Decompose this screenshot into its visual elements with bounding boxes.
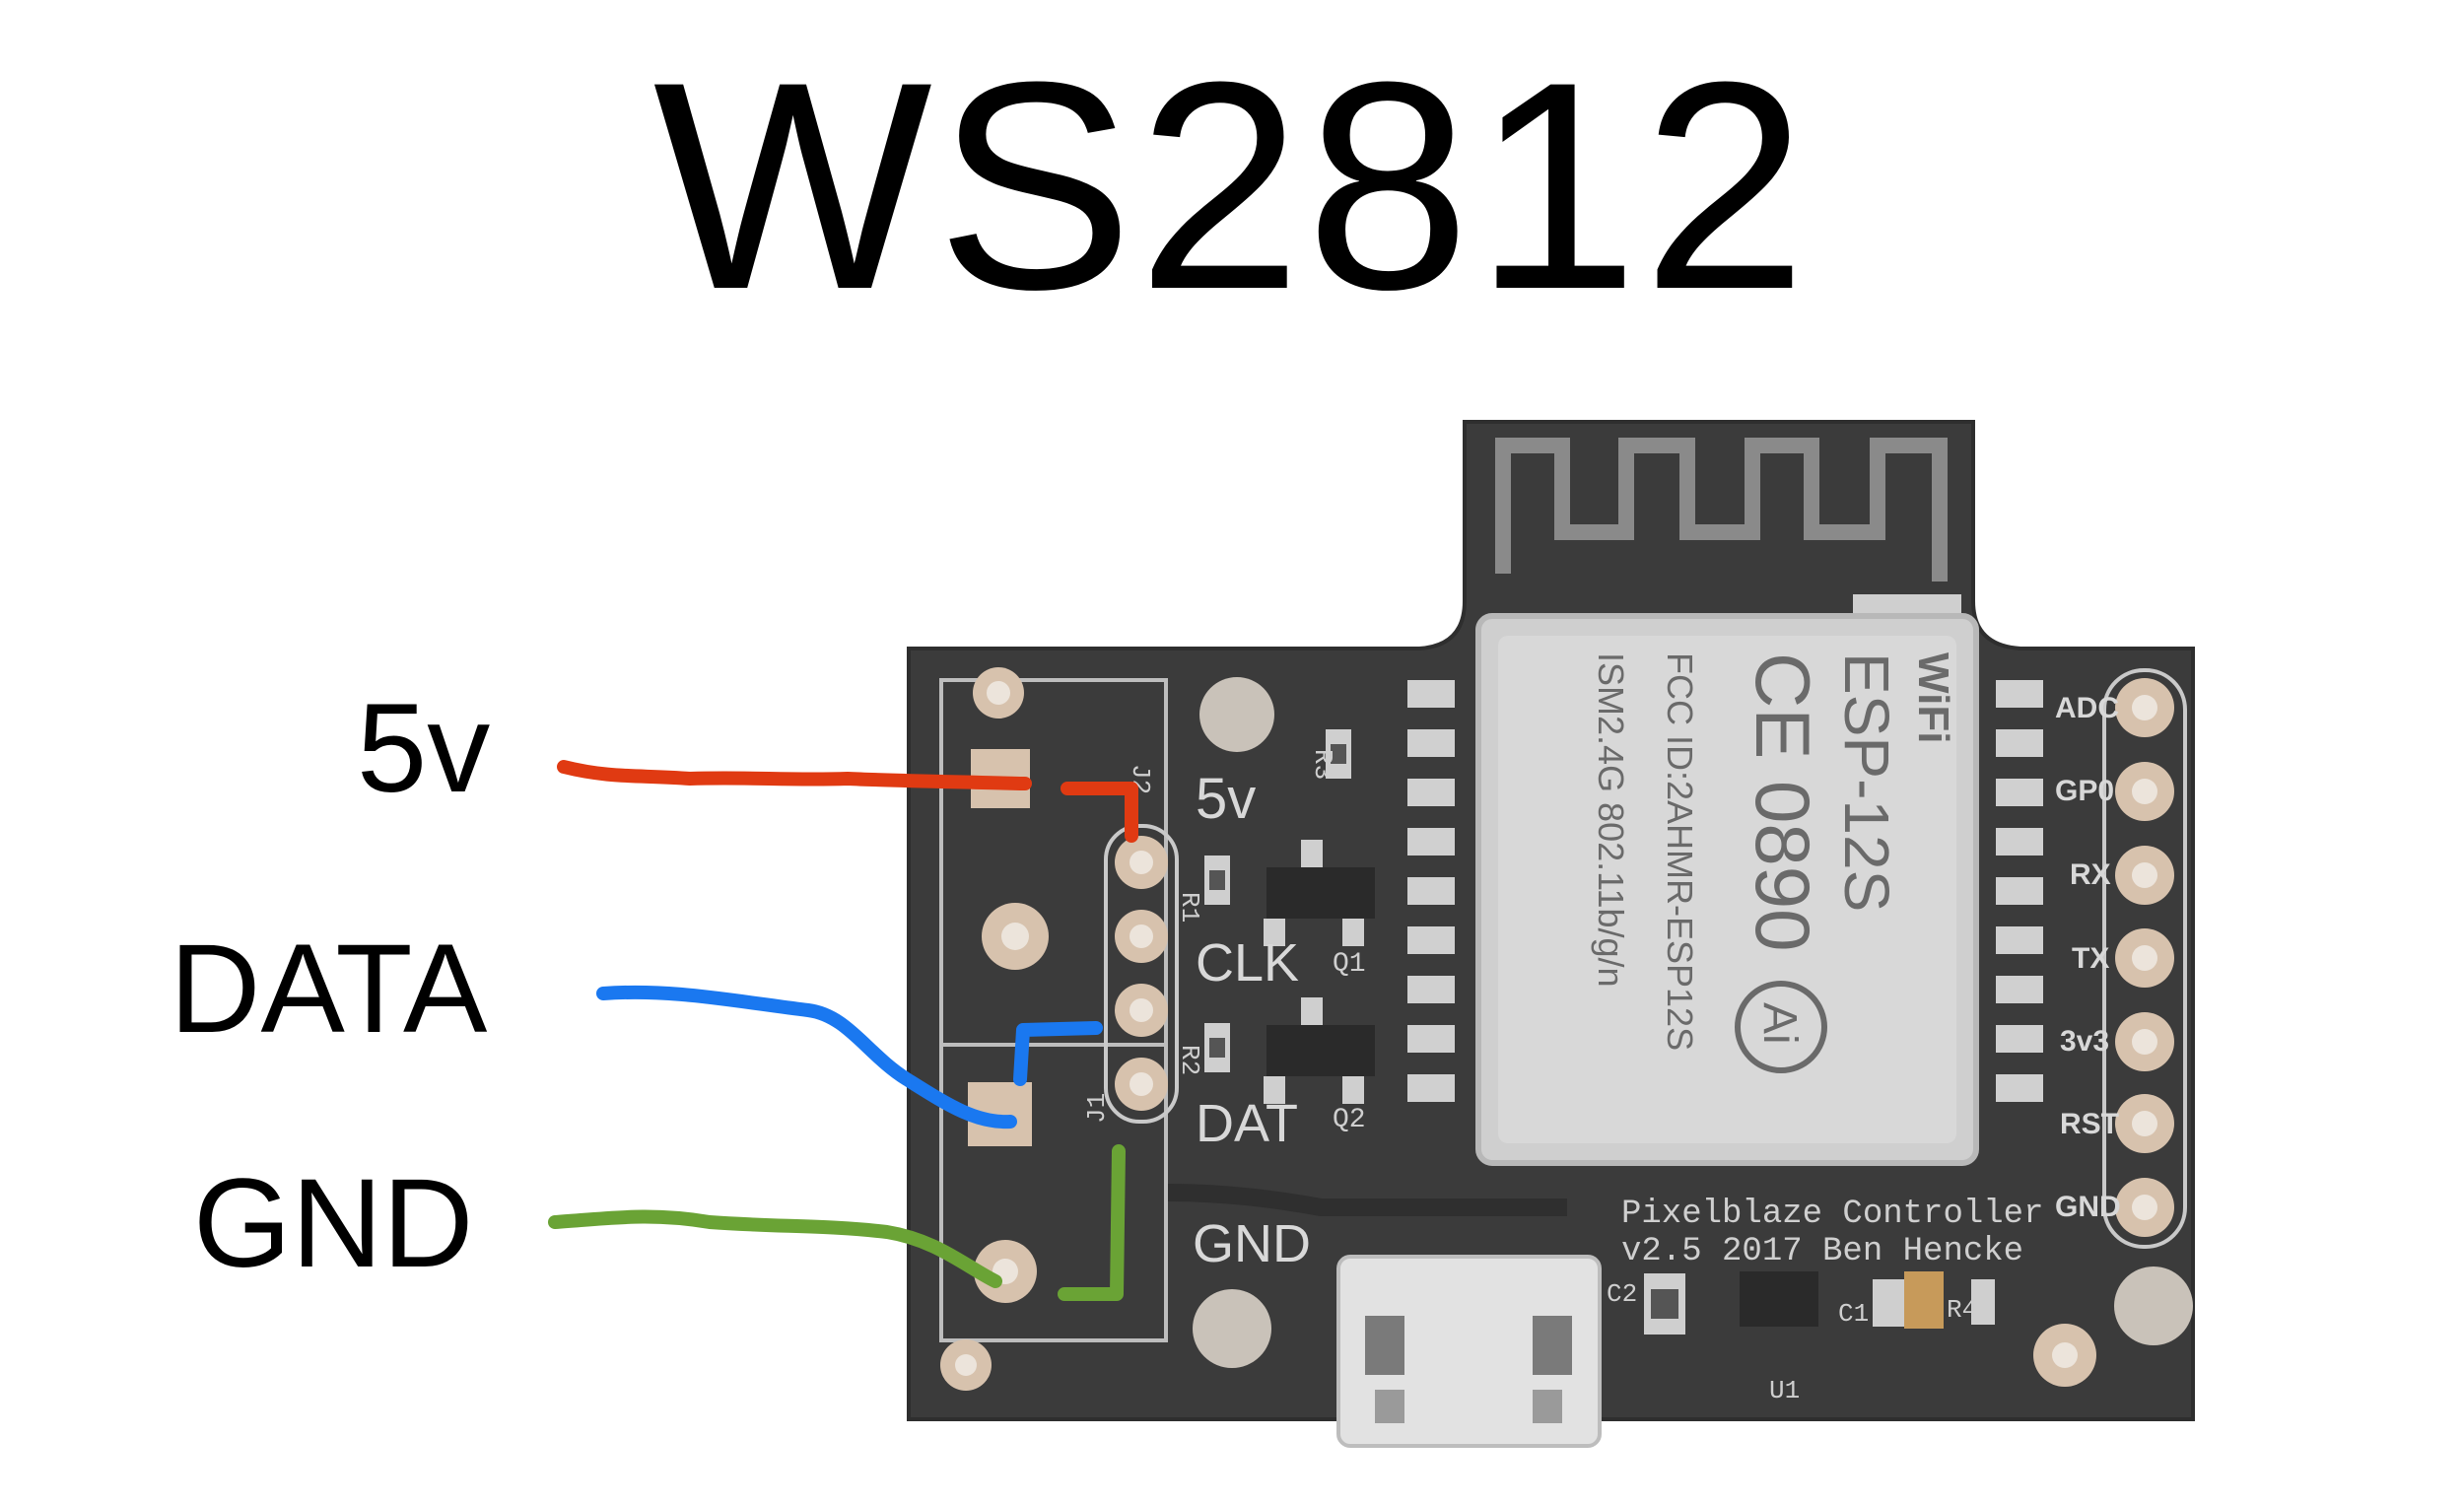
silk-q2: Q2 <box>1333 1105 1366 1135</box>
smd-components <box>1204 594 1995 1335</box>
silk-clk: CLK <box>1196 933 1299 993</box>
credit-line-2: v2.5 2017 Ben Hencke <box>1621 1233 2023 1270</box>
module-ism: ISM2.4G 802.11b/g/n <box>1591 652 1631 988</box>
wire-data-jumper <box>1013 1021 1103 1086</box>
pin-label-rx: RX <box>2070 858 2111 891</box>
wire-gnd <box>548 1209 1002 1288</box>
pin-label-3v3: 3v3 <box>2060 1025 2109 1058</box>
wire-data <box>596 985 1017 1130</box>
module-brand: WiFi <box>1909 652 1957 743</box>
esp-module: ESP-12S WiFi CE 0890 FCC ID:2AHMR-ESP12S… <box>1475 613 1979 1166</box>
label-data: DATA <box>170 919 488 1060</box>
page-title: WS2812 <box>652 20 1812 351</box>
antenna-trace <box>1495 438 1948 582</box>
module-fcc: FCC ID:2AHMR-ESP12S <box>1660 652 1700 1051</box>
credit-line-1: Pixelblaze Controller <box>1621 1196 2043 1233</box>
silk-5v: 5v <box>1196 767 1256 831</box>
silk-dat: DAT <box>1196 1094 1298 1153</box>
silk-c2: C2 <box>1607 1279 1637 1309</box>
silk-r2: R2 <box>1175 1045 1204 1075</box>
silk-c1: C1 <box>1838 1299 1869 1329</box>
silk-j1: J1 <box>1082 1093 1112 1124</box>
wire-5v <box>557 760 1032 790</box>
left-pads <box>940 667 1049 1391</box>
pin-label-rst: RST <box>2060 1108 2119 1140</box>
usb-connector <box>1336 1255 1602 1448</box>
module-ai-logo: Ai <box>1753 1002 1806 1045</box>
label-gnd: GND <box>193 1153 474 1294</box>
led-header <box>1104 824 1179 1124</box>
wire-5v-jumper <box>1061 782 1138 843</box>
silk-r4: R4 <box>1947 1295 1977 1325</box>
module-side-pads <box>1407 680 2043 1102</box>
pin-label-gnd: GND <box>2055 1191 2121 1223</box>
silk-r1: R1 <box>1175 892 1204 923</box>
right-pin-header <box>2102 668 2187 1249</box>
module-model: ESP-12S <box>1831 652 1902 912</box>
silk-r3: R3 <box>1308 749 1337 780</box>
connector-outline-j1 <box>939 1043 1168 1342</box>
silk-u1: U1 <box>1769 1376 1800 1405</box>
silk-q1: Q1 <box>1333 949 1366 980</box>
pin-label-gp0: GP0 <box>2055 775 2114 807</box>
pin-label-adc: ADC <box>2055 692 2119 724</box>
module-ce: CE 0890 <box>1740 652 1826 952</box>
pin-label-tx: TX <box>2072 942 2109 975</box>
label-5v: 5v <box>357 678 491 819</box>
silk-gnd: GND <box>1193 1214 1311 1273</box>
mount-holes <box>1193 677 2193 1387</box>
wire-gnd-jumper <box>1058 1144 1126 1301</box>
